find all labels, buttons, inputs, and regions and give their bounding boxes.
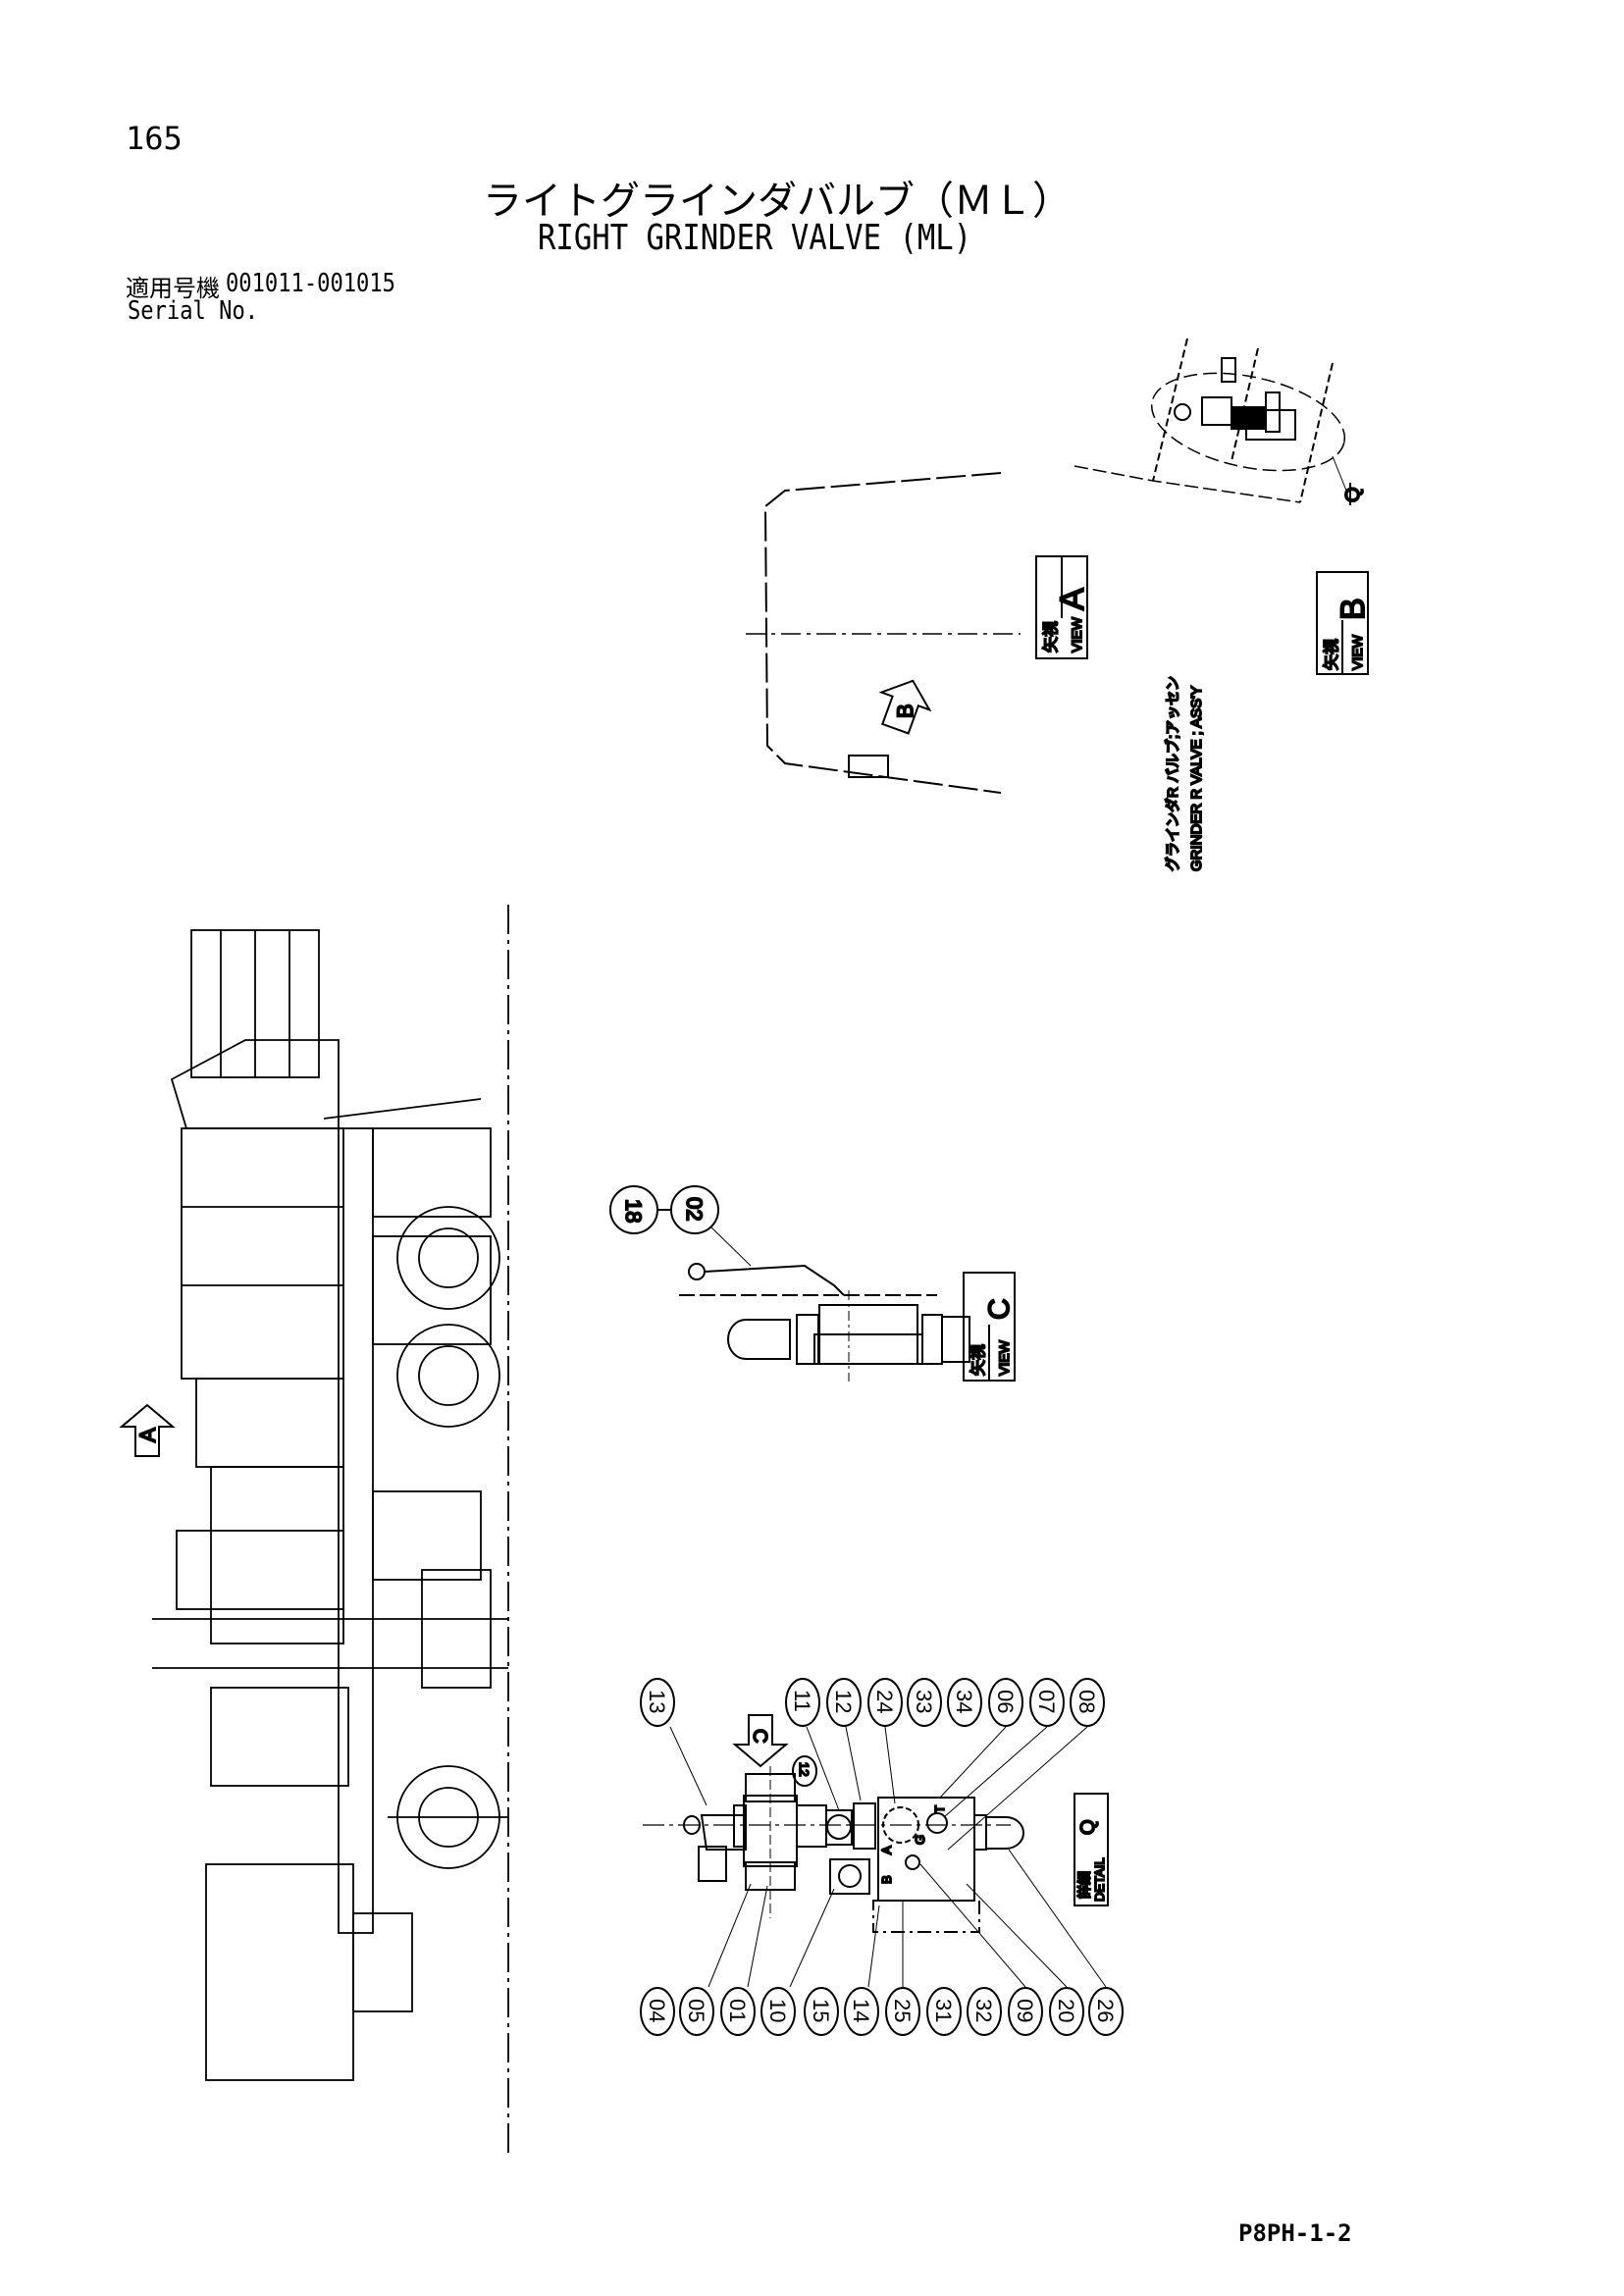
callout-balloon xyxy=(720,1987,756,2036)
title-japanese: ライトグラインダバルブ（ＭＬ） xyxy=(483,179,1072,224)
callout-balloon xyxy=(1070,1678,1105,1727)
view-c-arrow xyxy=(732,1714,789,1768)
callout-number: 24 xyxy=(872,1690,897,1713)
callout-number: 09 xyxy=(1013,1999,1037,2022)
ball-valve xyxy=(679,1226,970,1382)
callout-balloon xyxy=(760,1987,796,2036)
callout-balloon xyxy=(947,1678,982,1727)
callout-balloon xyxy=(826,1678,862,1727)
view-c-arrow-label: C xyxy=(749,1729,770,1743)
assy-label-en: GRINDER R VALVE ; ASS'Y xyxy=(1188,686,1205,871)
callout-number: 34 xyxy=(952,1690,976,1713)
port-label-b: B xyxy=(879,1875,894,1884)
small-balloon-12-label: 12 xyxy=(797,1762,812,1776)
callout-balloon xyxy=(640,1987,675,2036)
view-b-arrow xyxy=(878,679,932,735)
port-label-a: A xyxy=(879,1846,894,1854)
view-c-label-box xyxy=(963,1272,1016,1382)
valve-location-mark xyxy=(848,755,889,778)
view-b-letter: B xyxy=(1335,598,1372,620)
callout-number: 07 xyxy=(1034,1690,1059,1713)
detail-q-letter: Q xyxy=(1077,1819,1099,1835)
wheel xyxy=(396,1324,500,1428)
port-label-g: G xyxy=(913,1835,927,1845)
callout-number: 11 xyxy=(790,1690,814,1712)
callout-balloon xyxy=(1049,1987,1084,2036)
callout-balloon xyxy=(1029,1678,1065,1727)
callout-number: 33 xyxy=(912,1690,936,1713)
detail-q-pointer-label: Q xyxy=(1342,487,1364,502)
leader-lines xyxy=(669,1726,1107,1988)
view-a-arrow-label: A xyxy=(135,1428,160,1442)
callout-balloon xyxy=(804,1987,839,2036)
view-a-en: VIEW xyxy=(1069,616,1084,652)
view-c-letter: C xyxy=(983,1298,1016,1320)
callout-number: 06 xyxy=(993,1690,1018,1713)
callout-balloon xyxy=(867,1678,903,1727)
callout-balloon xyxy=(679,1987,714,2036)
callout-balloon xyxy=(988,1678,1023,1727)
view-b-jp: 矢視 xyxy=(1323,639,1340,670)
view-b-label-box xyxy=(1316,571,1369,675)
balloon-02-label: 02 xyxy=(682,1197,707,1221)
balloon-18-label: 18 xyxy=(621,1199,646,1223)
callout-number: 10 xyxy=(765,1999,790,2022)
callout-balloon xyxy=(785,1678,820,1727)
detail-q-assembly xyxy=(643,1766,1024,1933)
drawing-code: P8PH-1-2 xyxy=(1238,2219,1352,2247)
view-a-jp: 矢視 xyxy=(1042,621,1060,652)
callout-balloon xyxy=(640,1678,675,1727)
serial-range: 001011-001015 xyxy=(226,269,395,298)
callout-number: 15 xyxy=(809,1999,833,2022)
callout-balloon xyxy=(1008,1987,1043,2036)
callout-number: 32 xyxy=(971,1999,996,2022)
view-b-en: VIEW xyxy=(1349,634,1365,670)
serial-label-en: Serial No. xyxy=(128,296,259,326)
view-b-arrow-label: B xyxy=(893,704,917,718)
callout-balloon xyxy=(844,1987,879,2036)
view-b-sketch xyxy=(1074,338,1347,503)
detail-balloons-bottom: 04 05 01 10 15 14 25 31 32 09 20 26 xyxy=(640,1987,1124,2036)
callout-number: 08 xyxy=(1074,1690,1099,1713)
view-c-en: VIEW xyxy=(996,1339,1012,1376)
title-english: RIGHT GRINDER VALVE (ML) xyxy=(538,218,972,258)
small-balloon-12 xyxy=(792,1755,817,1787)
callout-number: 31 xyxy=(931,1999,956,2022)
callout-number: 20 xyxy=(1054,1999,1078,2022)
view-a-letter: A xyxy=(1054,588,1091,610)
callout-balloon xyxy=(967,1987,1002,2036)
view-a-outline xyxy=(746,472,1021,794)
callout-number: 05 xyxy=(684,1999,708,2022)
callout-number: 04 xyxy=(645,1999,669,2022)
view-a-arrow xyxy=(119,1403,176,1457)
callout-number: 25 xyxy=(890,1999,915,2022)
detail-q-jp: 詳細 xyxy=(1076,1871,1092,1899)
callout-balloon xyxy=(926,1987,962,2036)
callout-number: 14 xyxy=(849,1999,873,2022)
machine-side-view xyxy=(152,905,509,2159)
view-c-balloon-02 xyxy=(670,1185,719,1234)
page-number: 165 xyxy=(126,120,183,157)
callout-balloon xyxy=(907,1678,942,1727)
callout-balloon xyxy=(885,1987,920,2036)
wheel xyxy=(396,1206,500,1310)
port-label-t: T xyxy=(932,1805,947,1813)
detail-balloons-top: 13 11 12 24 33 34 06 07 08 xyxy=(640,1678,1105,1727)
detail-q-label-box xyxy=(1074,1793,1109,1906)
callout-number: 13 xyxy=(645,1690,669,1713)
callout-number: 26 xyxy=(1093,1999,1118,2022)
callout-number: 12 xyxy=(831,1690,856,1713)
view-c-jp: 矢視 xyxy=(969,1344,987,1376)
detail-q-en: DETAIL xyxy=(1092,1857,1107,1902)
callout-balloon xyxy=(1088,1987,1124,2036)
serial-label-jp: 適用号機 xyxy=(126,275,220,302)
assy-label-jp: グラインダR バルブ;アッセン xyxy=(1164,676,1181,871)
callout-number: 01 xyxy=(725,1999,750,2022)
view-a-label-box xyxy=(1035,555,1088,659)
